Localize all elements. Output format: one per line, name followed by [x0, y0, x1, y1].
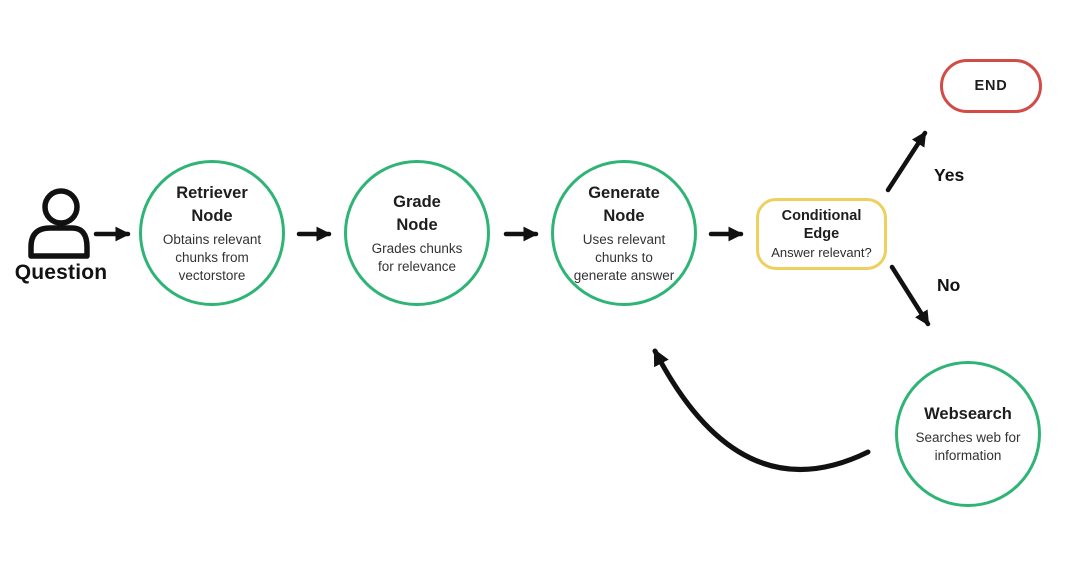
node-grade: Grade Node Grades chunks for relevance	[344, 160, 490, 306]
yes-branch-label: Yes	[934, 165, 965, 185]
node-websearch-title: Websearch	[924, 405, 1012, 423]
node-websearch: Websearch Searches web for information	[895, 361, 1041, 507]
end-label: END	[974, 78, 1008, 94]
node-end: END	[940, 59, 1042, 113]
no-branch-label: No	[937, 275, 961, 295]
node-conditional-edge: Conditional Edge Answer relevant?	[756, 198, 887, 270]
node-grade-subtitle: Grades chunks for relevance	[371, 240, 463, 274]
edge-conditional-to-websearch-no	[889, 264, 931, 327]
node-generate: Generate Node Uses relevant chunks to ge…	[551, 160, 697, 306]
person-icon	[28, 188, 90, 259]
conditional-edge-title: Conditional Edge	[781, 208, 862, 242]
conditional-edge-subtitle: Answer relevant?	[771, 245, 872, 260]
node-retriever-subtitle: Obtains relevant chunks from vectorstore	[162, 231, 262, 283]
edge-websearch-to-generate	[652, 348, 871, 472]
node-generate-title: Generate Node	[588, 183, 660, 225]
node-grade-title: Grade Node	[393, 192, 441, 234]
node-retriever: Retriever Node Obtains relevant chunks f…	[139, 160, 285, 306]
node-retriever-title: Retriever Node	[176, 183, 248, 225]
edge-conditional-to-end-yes	[885, 130, 928, 193]
node-generate-subtitle: Uses relevant chunks to generate answer	[573, 231, 675, 283]
node-websearch-subtitle: Searches web for information	[915, 430, 1021, 463]
question-label: Question	[14, 261, 108, 284]
